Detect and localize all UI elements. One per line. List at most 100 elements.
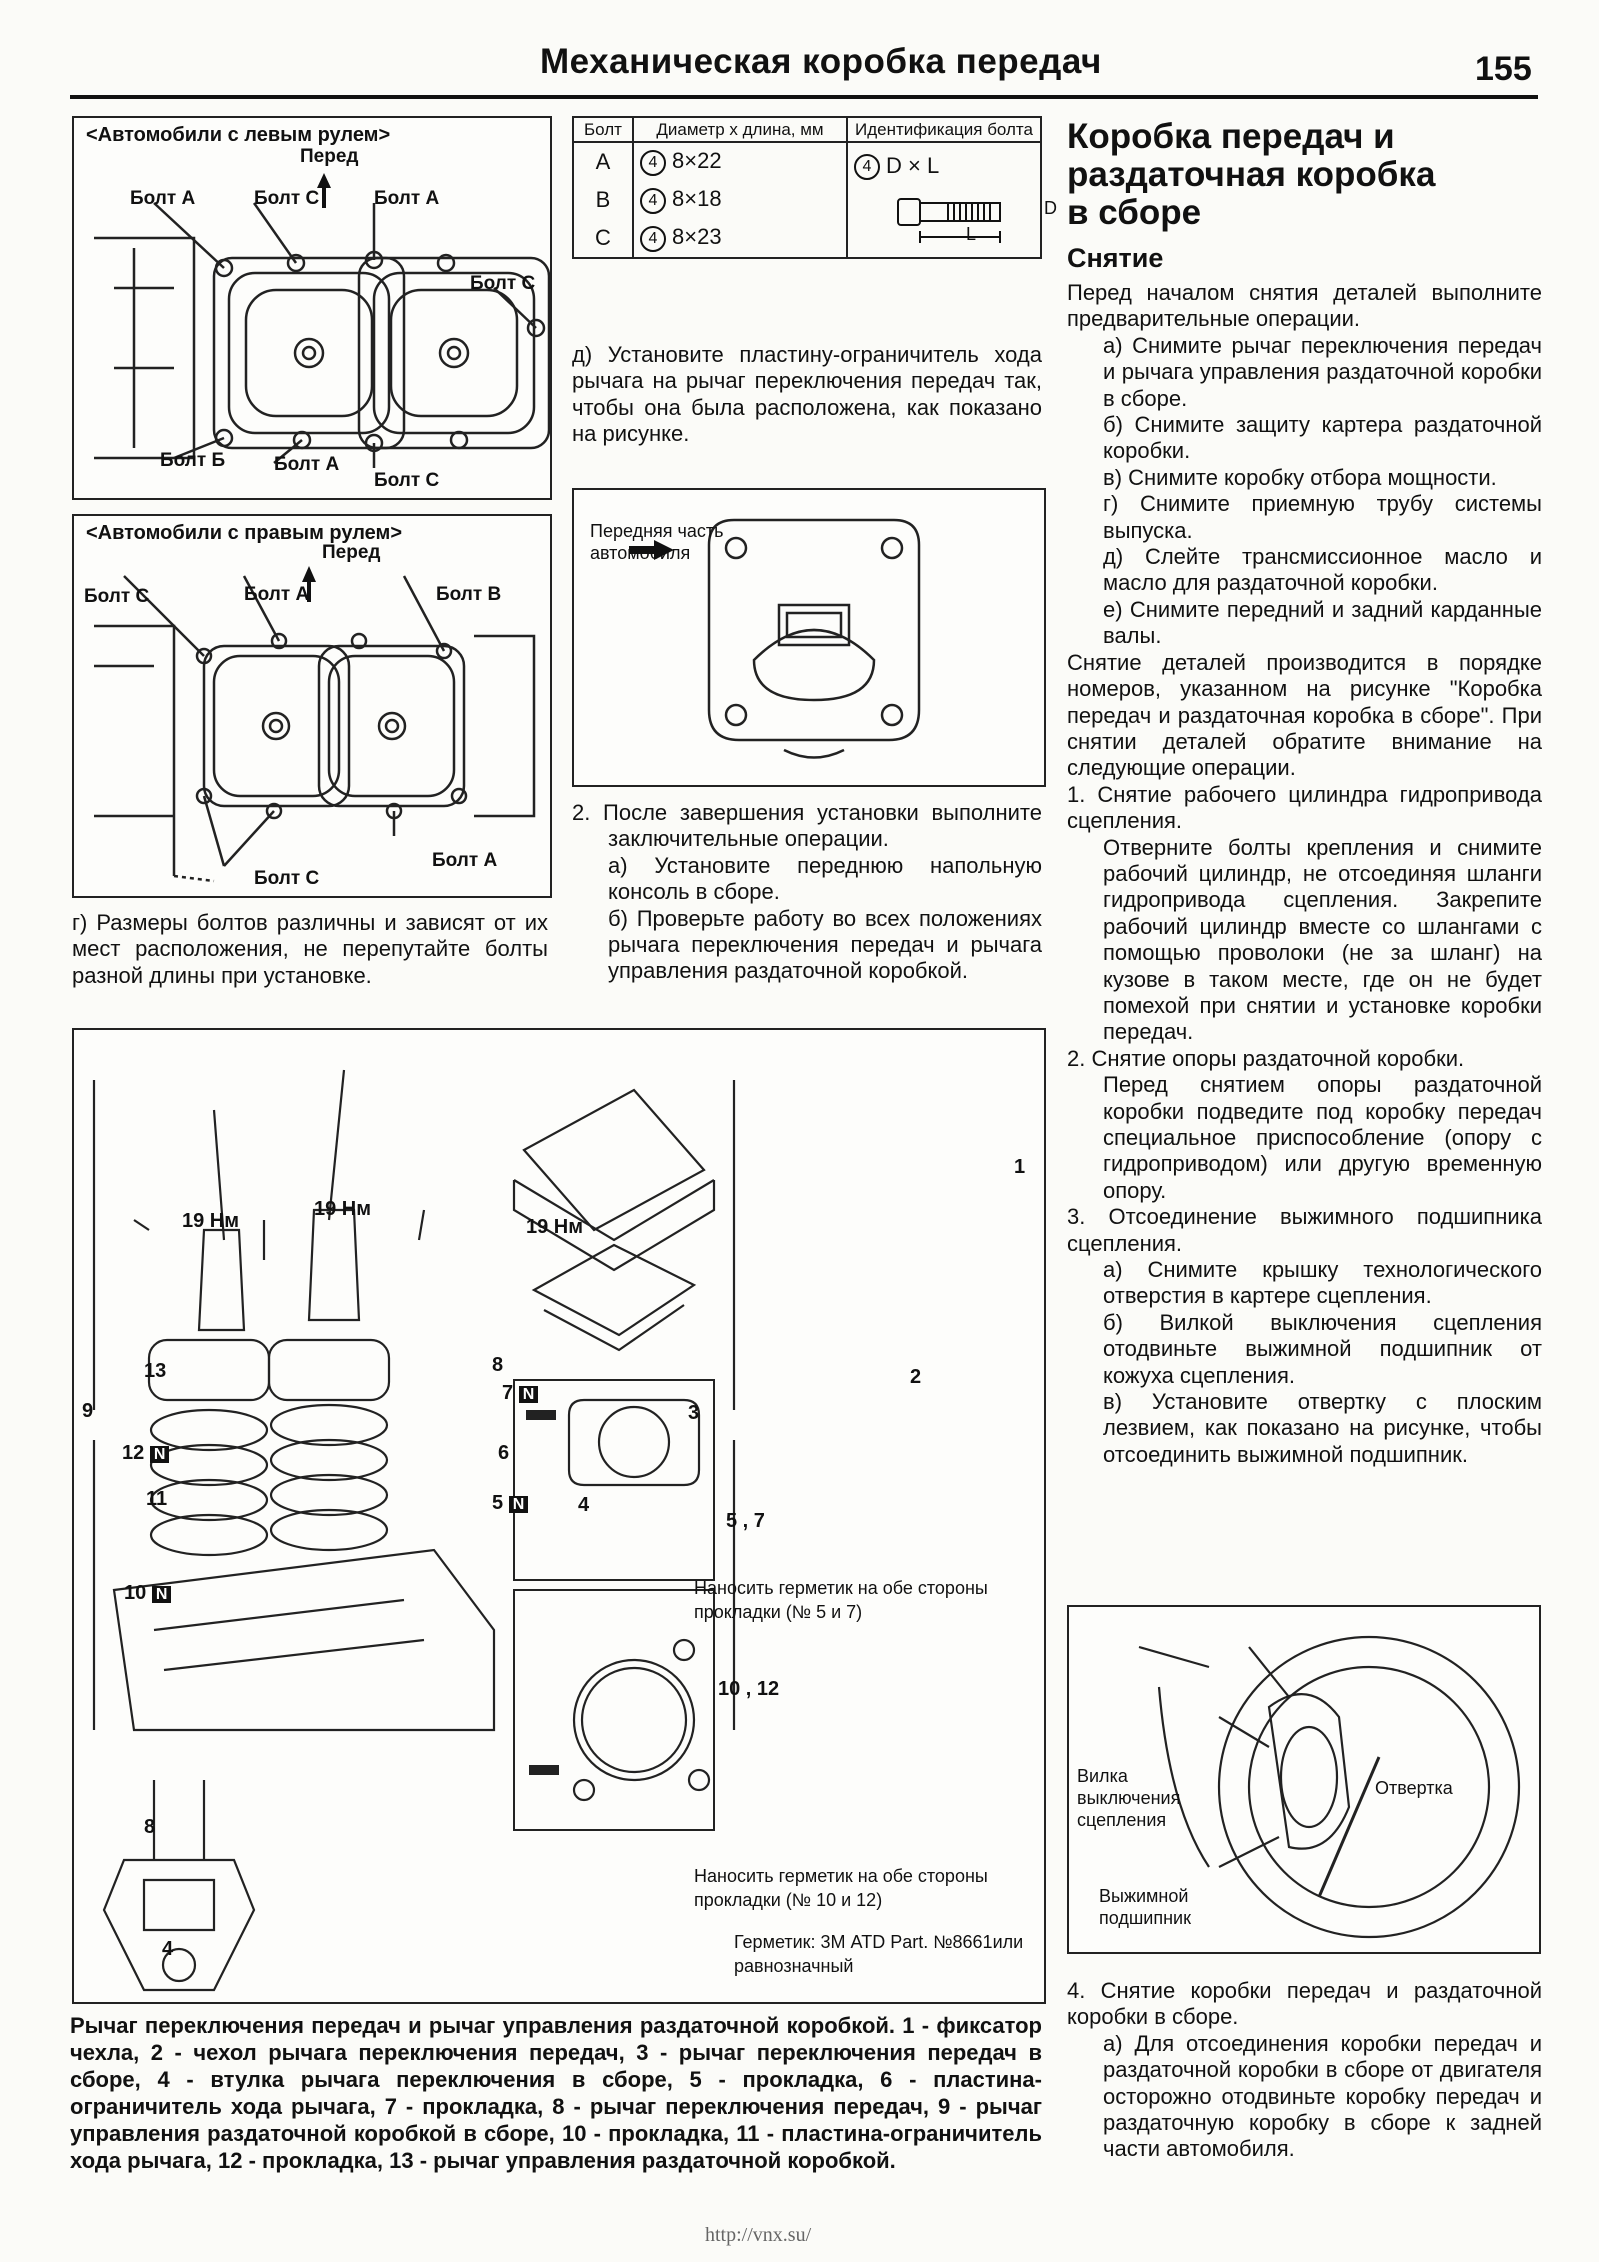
right-bolt-b-label: Болт В <box>436 584 502 605</box>
ident-col-header: Идентификация болта <box>846 116 1042 143</box>
right-bolt-c1-label: Болт С <box>84 586 150 607</box>
release-bearing-label: Выжимной подшипник <box>1099 1886 1191 1928</box>
bolt-a-cell: A <box>572 140 634 182</box>
bolt-table: Болт Диаметр х длина, мм Идентификация б… <box>572 116 1057 260</box>
right-drive-title: <Автомобили с правым рулем> <box>86 522 403 544</box>
left-bolt-a2-label: Болт А <box>374 188 440 209</box>
sealant-note-5-7: Наносить герметик на обе стороны проклад… <box>694 1578 988 1622</box>
ident-text: D × L <box>886 153 940 178</box>
ident-d-label: D <box>1044 198 1057 218</box>
removal-s1-text: Отверните болты крепления и снимите рабо… <box>1103 834 1542 1045</box>
left-drive-title: <Автомобили с левым рулем> <box>86 124 391 146</box>
callout-4: 4 <box>578 1494 590 1516</box>
removal-order: Снятие деталей производится в порядке но… <box>1067 649 1542 781</box>
callout-5: 5 N <box>492 1492 529 1515</box>
left-bolt-b-label: Болт Б <box>160 450 226 471</box>
removal-step-b: б) Снимите защиту картера раздаточной ко… <box>1103 412 1542 464</box>
callout-7: 7 N <box>502 1382 539 1405</box>
left-bolt-c2-label: Болт С <box>470 273 536 294</box>
callout-9: 9 <box>82 1400 94 1422</box>
removal-s4a: а) Для отсоединения коробки передач и ра… <box>1103 2030 1542 2162</box>
final-operations-text: 2. После завершения установки выполните … <box>572 800 1042 985</box>
release-bearing-drawing <box>1138 1635 1521 1939</box>
section-heading: Коробка передач и раздаточная коробка в … <box>1067 117 1436 232</box>
torque-label-3: 19 Нм <box>526 1216 584 1238</box>
removal-s2: 2. Снятие опоры раздаточной коробки. <box>1067 1045 1465 1071</box>
caption-body: 1 - фиксатор чехла, 2 - чехол рычага пер… <box>70 2013 1042 2173</box>
bolt-c-cell: C <box>572 218 634 260</box>
callout-6: 6 <box>498 1442 510 1464</box>
section-subheading: Снятие <box>1067 243 1164 273</box>
removal-s4: 4. Снятие коробки передач и раздаточной … <box>1067 1978 1542 2030</box>
figure-limiter-plate: Передняя часть автомобиля <box>572 488 1046 787</box>
removal-step-a: а) Снимите рычаг переключения передач и … <box>1103 332 1542 411</box>
badge-n-10: N <box>151 1586 172 1603</box>
exploded-view-drawing <box>92 1069 736 1992</box>
callout-2: 2 <box>910 1366 922 1388</box>
callout-10-12: 10 , 12 <box>718 1678 780 1700</box>
bolt-b-size: 8×18 <box>672 186 722 212</box>
callout-13: 13 <box>144 1360 167 1382</box>
page-header-title: Механическая коробка передач <box>540 42 1102 81</box>
removal-s1: 1. Снятие рабочего цилиндра гидропривода… <box>1067 781 1542 834</box>
removal-step-c: в) Снимите коробку отбора мощности. <box>1103 464 1497 490</box>
callout-12-text: 12 <box>122 1442 145 1464</box>
removal-text-upper: Перед началом снятия деталей выполните п… <box>1067 280 1542 1468</box>
right-bolt-a1-label: Болт А <box>244 584 310 605</box>
sealant-note-10-12: Наносить герметик на обе стороны проклад… <box>694 1866 988 1910</box>
sealant-spec: Герметик: 3М ATD Part. №8661или равнозна… <box>734 1932 1024 1976</box>
figure-release-bearing: Вилка выключения сцепления Отвертка Выжи… <box>1067 1605 1541 1954</box>
callout-12: 12 N <box>122 1442 170 1465</box>
screwdriver-label: Отвертка <box>1375 1778 1453 1798</box>
bolt-c-num: 4 <box>640 225 666 252</box>
removal-s3a: а) Снимите крышку технологического отвер… <box>1103 1257 1542 1309</box>
left-bolt-a1-label: Болт А <box>130 188 196 209</box>
final-operations-step2: 2. После завершения установки выполните … <box>572 800 1042 852</box>
callout-8: 8 <box>492 1354 504 1376</box>
callout-8-detail: 8 <box>144 1816 156 1838</box>
ident-l-label: L <box>966 224 977 244</box>
figure-exploded-view: 19 Нм 19 Нм 19 Нм 9 13 12 N 11 10 N 8 7 … <box>72 1028 1046 2004</box>
bolt-b-cell: B <box>572 181 634 219</box>
bolt-a-size: 8×22 <box>672 148 722 174</box>
right-bolt-c2-label: Болт С <box>254 868 320 889</box>
removal-step-f: е) Снимите передний и задний карданные в… <box>1103 596 1542 649</box>
ident-num: 4 <box>854 154 880 181</box>
callout-10-text: 10 <box>124 1582 147 1604</box>
callout-10: 10 N <box>124 1582 172 1605</box>
caption-title: Рычаг переключения передач и рычаг управ… <box>70 2013 896 2038</box>
removal-s3b: б) Вилкой выключения сцепления отодвиньт… <box>1103 1309 1542 1388</box>
callout-4-detail: 4 <box>162 1938 174 1960</box>
removal-intro: Перед началом снятия деталей выполните п… <box>1067 280 1542 332</box>
left-bolt-a3-label: Болт А <box>274 454 340 475</box>
final-operations-b: б) Проверьте работу во всех положениях р… <box>608 905 1042 984</box>
header-rule <box>70 95 1538 99</box>
callout-5-text: 5 <box>492 1492 504 1514</box>
removal-step-e: д) Слейте трансмиссионное масло и масло … <box>1103 544 1542 596</box>
figure-right-drive: <Автомобили с правым рулем> Перед Болт С… <box>72 514 552 898</box>
clutch-fork-label: Вилка выключения сцепления <box>1077 1766 1181 1830</box>
left-bolt-c3-label: Болт С <box>374 470 440 491</box>
callout-5-7: 5 , 7 <box>726 1510 765 1532</box>
right-bolt-a2-label: Болт А <box>432 850 498 871</box>
figure-caption: Рычаг переключения передач и рычаг управ… <box>70 2012 1042 2174</box>
bolt-c-size: 8×23 <box>672 224 722 250</box>
left-bolt-c1-label: Болт С <box>254 188 320 209</box>
right-drive-drawing <box>94 566 536 883</box>
removal-text-lower: 4. Снятие коробки передач и раздаточной … <box>1067 1978 1542 2163</box>
badge-n-5: N <box>508 1496 529 1513</box>
front-of-vehicle-label: Передняя часть автомобиля <box>590 521 724 563</box>
callout-7-text: 7 <box>502 1382 514 1404</box>
badge-n-12: N <box>149 1446 170 1463</box>
removal-s3c: в) Установите отвертку с плоским лезвием… <box>1103 1389 1542 1467</box>
callout-3: 3 <box>688 1402 700 1424</box>
limiter-plate-drawing <box>629 518 921 759</box>
bolt-col-header: Болт <box>572 116 634 143</box>
torque-label-1: 19 Нм <box>182 1210 240 1232</box>
removal-s2-text: Перед снятием опоры раздаточной коробки … <box>1103 1072 1542 1203</box>
bolt-b-num: 4 <box>640 187 666 214</box>
diameter-col-header: Диаметр х длина, мм <box>632 116 848 143</box>
